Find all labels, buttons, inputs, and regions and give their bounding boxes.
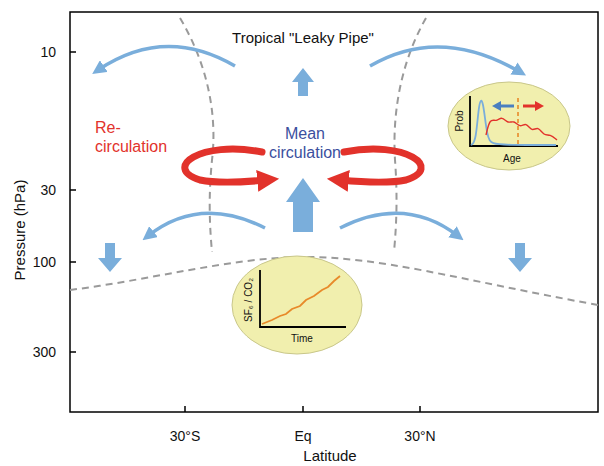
axis-label: Latitude (303, 447, 356, 465)
axis-ticks (70, 52, 420, 412)
axis-title: Time (291, 333, 313, 344)
axis-label: 100 (33, 254, 56, 271)
axis-label: Pressure (hPa) (11, 180, 29, 281)
dashed-boundaries (70, 18, 598, 305)
axis-label: 300 (33, 344, 56, 361)
axis-label: 30°S (170, 428, 201, 445)
circulation-label: Mean circulation (259, 124, 351, 162)
region-label: Tropical "Leaky Pipe" (232, 29, 374, 47)
axis-label: Eq (294, 428, 311, 445)
inset-ellipse: ProbAge (446, 80, 572, 172)
axis-label: 10 (40, 44, 56, 61)
axis-title: Prob (454, 110, 465, 131)
axis-title: Age (503, 153, 521, 164)
circulation-label: Re- circulation (95, 118, 181, 156)
inset-ellipse: SF₆ / CO₂ Time (230, 254, 364, 356)
plot-frame (70, 12, 598, 412)
axis-title: SF₆ / CO₂ (243, 278, 254, 322)
axis-label: 30°N (404, 428, 435, 445)
axis-label: 30 (40, 182, 56, 199)
